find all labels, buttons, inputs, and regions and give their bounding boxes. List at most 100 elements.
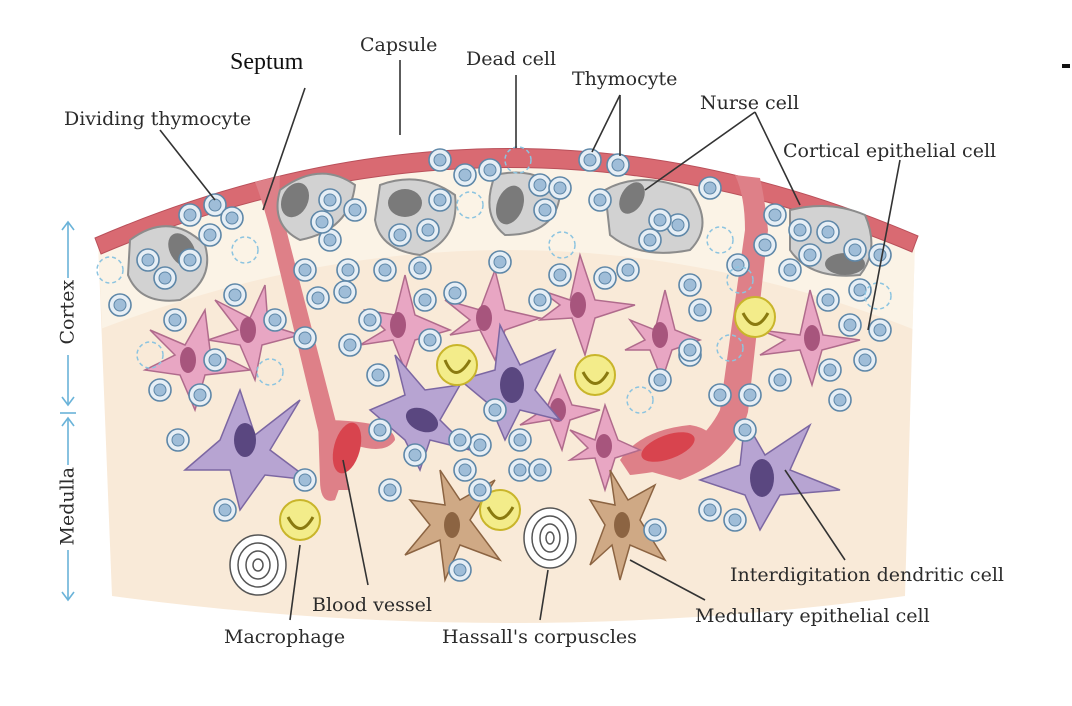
thymocyte-nucleus: [225, 211, 239, 225]
cortical-epithelial-nuclei: [180, 292, 820, 458]
thymocyte-nucleus: [158, 271, 172, 285]
thymocyte-nucleus: [653, 213, 667, 227]
thymocyte-nucleus: [713, 388, 727, 402]
thymocyte-nucleus: [858, 353, 872, 367]
thymocyte-nucleus: [833, 393, 847, 407]
label-dead-cell: Dead cell: [466, 48, 557, 70]
thymocyte-nucleus: [343, 338, 357, 352]
thymocyte-nucleus: [363, 313, 377, 327]
thymocyte-nucleus: [298, 473, 312, 487]
thymocyte-nucleus: [413, 261, 427, 275]
thymocyte-nucleus: [683, 278, 697, 292]
thymocyte-nucleus: [323, 193, 337, 207]
dendritic-nuclei: [234, 367, 774, 497]
thymocyte-nucleus: [611, 158, 625, 172]
thymocyte-nucleus: [758, 238, 772, 252]
thymocyte-nucleus: [268, 313, 282, 327]
thymocyte-nucleus: [533, 178, 547, 192]
septum-right: [645, 175, 768, 480]
thymocyte-nucleus: [341, 263, 355, 277]
thymocyte-nucleus: [538, 203, 552, 217]
thymocyte-nucleus: [168, 313, 182, 327]
thymocyte-nucleus: [793, 223, 807, 237]
thymocyte-nucleus: [873, 323, 887, 337]
thymocytes: [108, 148, 892, 582]
thymocyte-nucleus: [113, 298, 127, 312]
thymocyte-nucleus: [803, 248, 817, 262]
hassalls-corpuscles: [229, 507, 577, 596]
label-dividing-thymocyte: Dividing thymocyte: [64, 108, 252, 130]
thymocyte-nucleus: [473, 438, 487, 452]
blood-vessel-left: [332, 422, 362, 474]
thymocyte-nucleus: [768, 208, 782, 222]
thymocyte-nucleus: [823, 363, 837, 377]
thymocyte-nucleus: [141, 253, 155, 267]
thymocyte-nucleus: [458, 463, 472, 477]
label-hassalls-corpuscles: Hassall's corpuscles: [442, 626, 637, 648]
thymocyte-nucleus: [598, 271, 612, 285]
thymocyte-nucleus: [648, 523, 662, 537]
thymocyte-nucleus: [643, 233, 657, 247]
thymocyte-nucleus: [513, 433, 527, 447]
thymocyte-nucleus: [848, 243, 862, 257]
medulla-axis: [61, 416, 75, 602]
thymocyte-nucleus: [315, 215, 329, 229]
thymocyte-nucleus: [383, 483, 397, 497]
thymocyte-nucleus: [218, 503, 232, 517]
thymocyte-nucleus: [843, 318, 857, 332]
thymocyte-nucleus: [183, 208, 197, 222]
thymocyte-nucleus: [183, 253, 197, 267]
label-cortex: Cortex: [56, 279, 79, 345]
thymocyte-nucleus: [453, 433, 467, 447]
thymocyte-nucleus: [593, 193, 607, 207]
label-macrophage: Macrophage: [224, 626, 346, 648]
thymocyte-nucleus: [821, 225, 835, 239]
thymocyte-nucleus: [731, 258, 745, 272]
thymocyte-nucleus: [228, 288, 242, 302]
thymocyte-nucleus: [311, 291, 325, 305]
thymocyte-nucleus: [783, 263, 797, 277]
thymocyte-nucleus: [621, 263, 635, 277]
thymocyte-nucleus: [373, 423, 387, 437]
cortex-axis: [61, 220, 75, 407]
thymocyte-nucleus: [423, 333, 437, 347]
dead-cells: [96, 146, 892, 414]
blood-vessel-right: [641, 432, 695, 462]
label-medullary-epithelial-cell: Medullary epithelial cell: [695, 605, 930, 627]
thymocyte-nucleus: [873, 248, 887, 262]
thymocyte-nucleus: [348, 203, 362, 217]
label-septum: Septum: [230, 49, 304, 75]
label-nurse-cell: Nurse cell: [700, 92, 800, 114]
label-blood-vessel: Blood vessel: [312, 594, 432, 616]
thymocyte-nucleus: [171, 433, 185, 447]
thymocyte-nucleus: [671, 218, 685, 232]
thymocyte-nucleus: [208, 198, 222, 212]
thymocyte-nucleus: [458, 168, 472, 182]
thymocyte-nucleus: [371, 368, 385, 382]
nurse-cell-nuclei: [168, 182, 865, 275]
thymocyte-nucleus: [193, 388, 207, 402]
edge-mark: [1062, 64, 1070, 68]
thymocyte-nucleus: [533, 293, 547, 307]
thymocyte-nucleus: [821, 293, 835, 307]
thymocyte-nucleus: [773, 373, 787, 387]
thymocyte-nucleus: [853, 283, 867, 297]
thymocyte-nucleus: [298, 331, 312, 345]
thymocyte-nucleus: [493, 255, 507, 269]
medullary-epithelial-nuclei: [444, 512, 630, 538]
thymocyte-nucleus: [323, 233, 337, 247]
label-interdigitating-dendritic-cell: Interdigitation dendritic cell: [730, 564, 1004, 586]
thymocyte-nucleus: [553, 181, 567, 195]
thymocyte-nucleus: [433, 153, 447, 167]
thymocyte-nucleus: [408, 448, 422, 462]
thymocyte-nucleus: [448, 286, 462, 300]
thymocyte-nucleus: [488, 403, 502, 417]
thymocyte-nucleus: [203, 228, 217, 242]
thymocyte-nucleus: [153, 383, 167, 397]
thymocyte-nucleus: [453, 563, 467, 577]
label-capsule: Capsule: [360, 34, 438, 56]
thymocyte-nucleus: [583, 153, 597, 167]
thymocyte-nucleus: [393, 228, 407, 242]
thymocyte-nucleus: [743, 388, 757, 402]
